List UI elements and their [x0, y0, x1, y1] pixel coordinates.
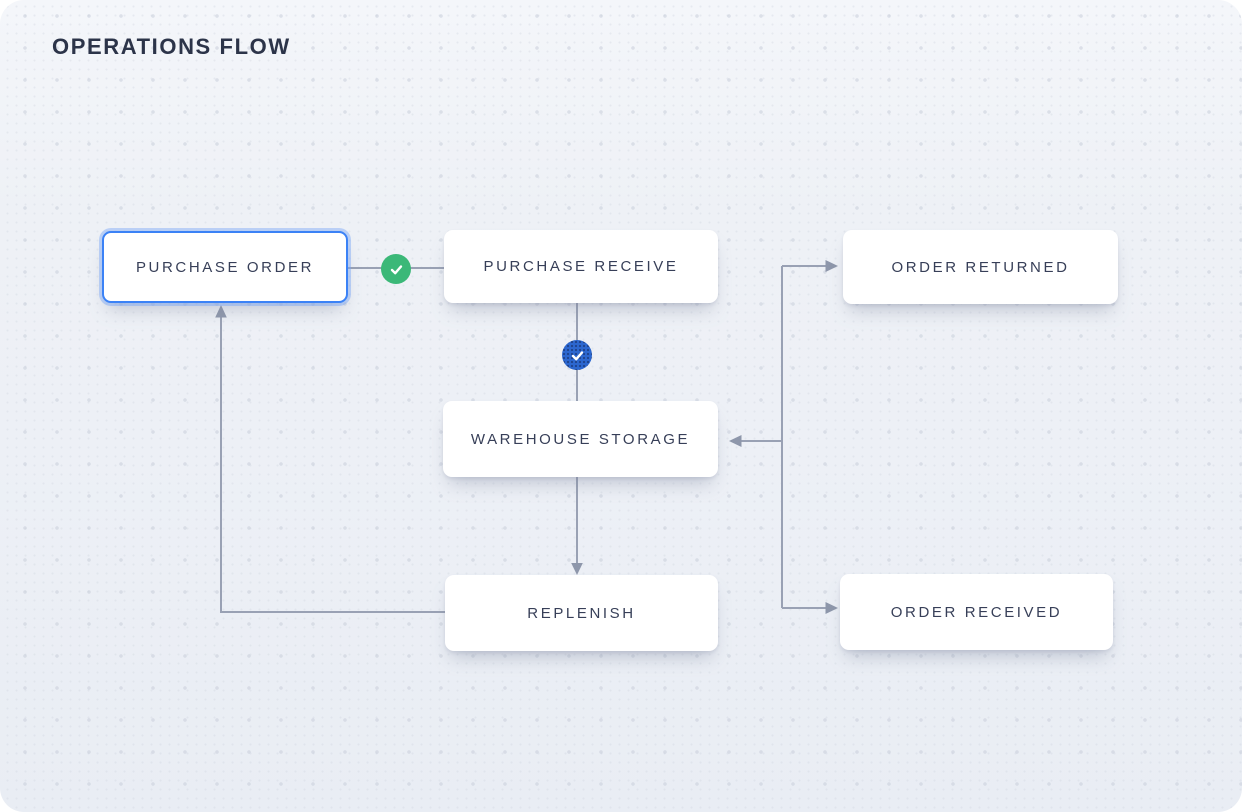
- check-icon: [571, 350, 583, 360]
- arrowhead-right-icon: [825, 260, 838, 272]
- status-badge-blue-check: [562, 340, 592, 370]
- arrowhead-up-icon: [215, 305, 227, 318]
- node-order-returned[interactable]: ORDER RETURNED: [843, 230, 1118, 304]
- node-order-received[interactable]: ORDER RECEIVED: [840, 574, 1113, 650]
- arrowhead-left-icon: [729, 435, 742, 447]
- arrowhead-down-icon: [571, 563, 583, 575]
- check-icon: [390, 264, 402, 274]
- edge-replenish-to-purchase-order: [220, 317, 445, 613]
- node-replenish[interactable]: REPLENISH: [445, 575, 718, 651]
- node-purchase-receive[interactable]: PURCHASE RECEIVE: [444, 230, 718, 303]
- arrowhead-right-icon: [825, 602, 838, 614]
- node-purchase-order[interactable]: PURCHASE ORDER: [102, 231, 348, 303]
- node-warehouse-storage[interactable]: WAREHOUSE STORAGE: [443, 401, 718, 477]
- status-badge-green-check: [381, 254, 411, 284]
- page-title: OPERATIONS FLOW: [52, 34, 291, 59]
